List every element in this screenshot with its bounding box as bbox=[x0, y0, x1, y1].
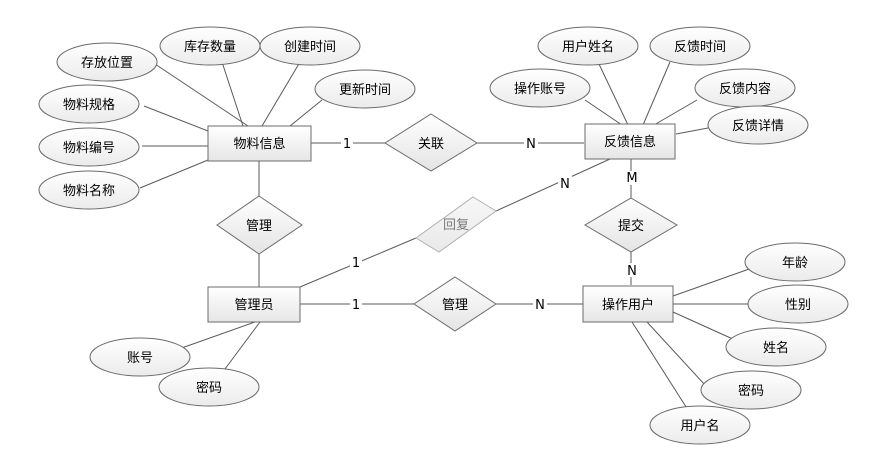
edge-feedback-account bbox=[584, 99, 623, 126]
relationship-manage-operator[interactable]: 管理 bbox=[413, 276, 497, 332]
edge-feedback-reply bbox=[495, 158, 611, 212]
attribute-feedback-time[interactable]: 反馈时间 bbox=[649, 26, 751, 66]
relationship-associate-label: 关联 bbox=[418, 137, 444, 152]
attribute-stock-quantity-label: 库存数量 bbox=[184, 39, 236, 55]
attribute-admin-password[interactable]: 密码 bbox=[158, 367, 260, 407]
entity-admin[interactable]: 管理员 bbox=[207, 286, 301, 323]
cardinality-reply-feedback: N bbox=[560, 177, 570, 192]
attribute-material-code[interactable]: 物料编号 bbox=[38, 127, 140, 167]
relationship-manage-material[interactable]: 管理 bbox=[216, 195, 303, 255]
attribute-gender[interactable]: 性别 bbox=[747, 284, 849, 324]
cardinality-reply-admin: 1 bbox=[352, 256, 360, 271]
entity-operator-label: 操作用户 bbox=[602, 297, 654, 313]
cardinality-submit-feedback: M bbox=[626, 171, 637, 186]
attribute-feedback-content-label: 反馈内容 bbox=[719, 81, 771, 97]
attribute-admin-password-label: 密码 bbox=[196, 380, 222, 396]
attribute-created-time-label: 创建时间 bbox=[284, 40, 336, 55]
attribute-updated-time[interactable]: 更新时间 bbox=[314, 69, 416, 109]
attribute-updated-time-label: 更新时间 bbox=[339, 82, 391, 98]
edge-material-updated bbox=[289, 99, 323, 127]
relationship-manage-material-label: 管理 bbox=[246, 219, 272, 234]
attribute-created-time[interactable]: 创建时间 bbox=[259, 26, 361, 66]
edge-feedback-time bbox=[642, 61, 671, 126]
edge-feedback-content bbox=[653, 99, 698, 126]
cardinality-manage-admin: 1 bbox=[352, 298, 360, 313]
attribute-operator-account[interactable]: 操作账号 bbox=[489, 68, 591, 108]
edge-operator-age bbox=[672, 267, 753, 297]
attribute-username[interactable]: 用户名 bbox=[649, 405, 751, 445]
attribute-feedback-content[interactable]: 反馈内容 bbox=[694, 68, 796, 108]
attribute-feedback-detail-label: 反馈详情 bbox=[732, 119, 784, 134]
cardinality-manage-operator: N bbox=[535, 298, 545, 313]
relationship-reply[interactable]: 回复 bbox=[415, 196, 497, 253]
entity-admin-label: 管理员 bbox=[234, 298, 273, 313]
attribute-fullname-label: 姓名 bbox=[763, 340, 789, 356]
entity-feedback[interactable]: 反馈信息 bbox=[584, 123, 676, 160]
edge-admin-account bbox=[175, 321, 256, 351]
attribute-operator-password[interactable]: 密码 bbox=[700, 370, 802, 410]
attribute-fullname[interactable]: 姓名 bbox=[725, 327, 827, 367]
edges bbox=[139, 61, 753, 411]
attribute-username-label: 用户名 bbox=[680, 418, 719, 434]
attribute-age[interactable]: 年龄 bbox=[744, 242, 846, 282]
attribute-operator-account-label: 操作账号 bbox=[514, 81, 566, 97]
cardinality-associate-material: 1 bbox=[343, 137, 351, 152]
relationship-reply-label: 回复 bbox=[443, 218, 469, 233]
relationship-associate[interactable]: 关联 bbox=[384, 113, 478, 172]
attribute-gender-label: 性别 bbox=[785, 298, 811, 313]
attribute-user-fullname[interactable]: 用户姓名 bbox=[537, 26, 639, 66]
edge-material-storage bbox=[151, 61, 249, 127]
attribute-operator-password-label: 密码 bbox=[738, 383, 764, 399]
edge-admin-password bbox=[221, 321, 261, 374]
relationship-manage-operator-label: 管理 bbox=[442, 298, 468, 313]
entity-material[interactable]: 物料信息 bbox=[207, 125, 312, 162]
entity-feedback-label: 反馈信息 bbox=[604, 134, 656, 150]
attribute-storage-location-label: 存放位置 bbox=[81, 56, 133, 71]
cardinality-submit-operator: N bbox=[627, 264, 637, 279]
entity-material-label: 物料信息 bbox=[233, 136, 285, 152]
relationship-submit-label: 提交 bbox=[618, 218, 644, 234]
entity-operator[interactable]: 操作用户 bbox=[582, 285, 674, 323]
edge-material-stock bbox=[221, 61, 244, 127]
edge-operator-name bbox=[672, 311, 736, 341]
attribute-material-name-label: 物料名称 bbox=[63, 183, 115, 199]
edge-feedback-detail bbox=[675, 127, 709, 135]
edge-material-created bbox=[261, 61, 301, 127]
edge-operator-password bbox=[646, 321, 706, 386]
attribute-user-fullname-label: 用户姓名 bbox=[562, 39, 614, 55]
cardinality-labels: 1 N 1 N M N 1 N bbox=[341, 137, 639, 313]
cardinality-associate-feedback: N bbox=[526, 137, 536, 152]
edge-material-spec bbox=[143, 105, 209, 132]
attribute-age-label: 年龄 bbox=[782, 256, 808, 271]
attribute-material-spec-label: 物料规格 bbox=[63, 97, 115, 113]
attribute-material-name[interactable]: 物料名称 bbox=[38, 170, 140, 210]
attribute-admin-account[interactable]: 账号 bbox=[89, 337, 191, 377]
attribute-feedback-time-label: 反馈时间 bbox=[674, 40, 726, 55]
attribute-admin-account-label: 账号 bbox=[127, 351, 153, 366]
attribute-feedback-detail[interactable]: 反馈详情 bbox=[707, 105, 809, 145]
relationship-submit[interactable]: 提交 bbox=[584, 197, 678, 253]
edge-operator-username bbox=[631, 321, 689, 411]
attribute-storage-location[interactable]: 存放位置 bbox=[56, 42, 158, 82]
edge-material-name bbox=[139, 159, 209, 189]
attribute-material-spec[interactable]: 物料规格 bbox=[38, 84, 140, 124]
attribute-material-code-label: 物料编号 bbox=[63, 141, 115, 156]
edge-feedback-username bbox=[597, 61, 629, 126]
attribute-stock-quantity[interactable]: 库存数量 bbox=[159, 26, 261, 66]
